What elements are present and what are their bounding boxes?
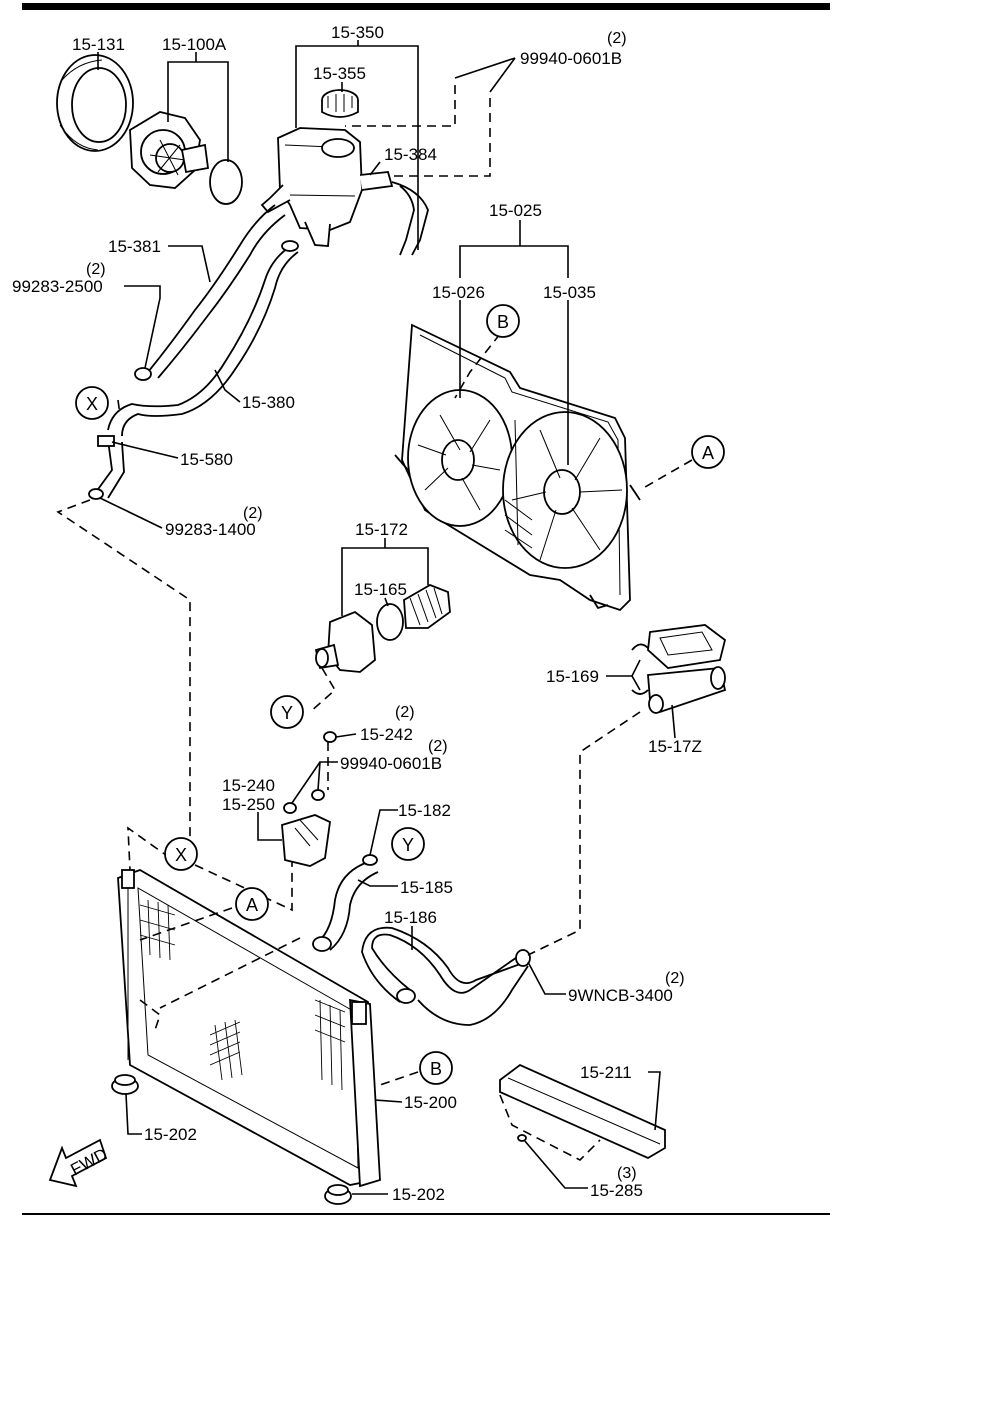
label-99283-2500: 99283-2500	[12, 277, 103, 296]
callout-b-bottom-text: B	[430, 1059, 442, 1079]
qty-99283-2500: (2)	[86, 261, 106, 278]
label-15-200: 15-200	[404, 1093, 457, 1112]
label-15-026: 15-026	[432, 283, 485, 302]
label-15-182: 15-182	[398, 801, 451, 820]
coolant-reservoir-illustration	[260, 127, 394, 247]
qty-9WNCB-3400: (2)	[665, 970, 685, 987]
qty-99940-mid: (2)	[428, 738, 448, 755]
callout-y-bottom-text: Y	[402, 835, 414, 855]
label-15-025: 15-025	[489, 201, 542, 220]
callout-y-top-text: Y	[281, 703, 293, 723]
heater-hoses-illustration	[88, 204, 299, 500]
label-15-211: 15-211	[580, 1063, 632, 1082]
label-99940-0601B-mid: 99940-0601B	[340, 754, 442, 773]
overflow-hose-illustration	[391, 181, 429, 256]
dashed-connection-lines	[56, 85, 693, 1086]
reservoir-cap-illustration	[321, 89, 359, 118]
label-15-165: 15-165	[354, 580, 407, 599]
radiator-illustration	[117, 869, 381, 1188]
radiator-mount-illustration	[111, 1074, 352, 1205]
label-15-242: 15-242	[360, 725, 413, 744]
callout-x-bottom-text: X	[175, 845, 187, 865]
label-15-202-left: 15-202	[144, 1125, 197, 1144]
callout-b-top: B	[486, 304, 520, 338]
callout-a-top-text: A	[702, 443, 714, 463]
callout-a-top: A	[691, 435, 725, 469]
label-15-380: 15-380	[242, 393, 295, 412]
water-pump-illustration	[129, 111, 243, 205]
label-15-131: 15-131	[72, 35, 125, 54]
lower-radiator-hose-illustration	[312, 854, 379, 952]
label-15-285: 15-285	[590, 1181, 643, 1200]
label-15-580: 15-580	[180, 450, 233, 469]
qty-15-242: (2)	[395, 704, 415, 721]
qty-15-285: (3)	[617, 1165, 637, 1182]
label-15-185: 15-185	[400, 878, 453, 897]
callout-b-top-text: B	[497, 312, 509, 332]
water-outlet-illustration	[631, 624, 727, 714]
fwd-arrow-icon: FWD	[48, 1138, 111, 1188]
label-15-169: 15-169	[546, 667, 599, 686]
label-15-172: 15-172	[355, 520, 408, 539]
callout-b-bottom: B	[419, 1051, 453, 1085]
label-15-350: 15-350	[331, 23, 384, 42]
label-15-240: 15-240	[222, 776, 275, 795]
callout-y-top: Y	[270, 695, 304, 729]
label-15-355: 15-355	[313, 64, 366, 83]
label-15-202-right: 15-202	[392, 1185, 445, 1204]
callout-a-bottom-text: A	[246, 895, 258, 915]
part-labels: 15-131 15-100A 15-350 15-355 (2) 99940-0…	[12, 23, 702, 1204]
pulley-ring-illustration	[56, 54, 134, 152]
callout-x-top-text: X	[86, 394, 98, 414]
label-99283-1400: 99283-1400	[165, 520, 256, 539]
label-15-381: 15-381	[108, 237, 161, 256]
top-border-bar	[22, 3, 830, 10]
label-99940-0601B-top: 99940-0601B	[520, 49, 622, 68]
label-15-250: 15-250	[222, 795, 275, 814]
label-9WNCB-3400: 9WNCB-3400	[568, 986, 673, 1005]
callout-y-bottom: Y	[391, 827, 425, 861]
leader-lines	[97, 40, 676, 1195]
radiator-upper-hose-illustration	[361, 926, 531, 1026]
bracket-illustration	[281, 731, 337, 867]
fan-shroud-illustration	[394, 323, 641, 612]
label-15-186: 15-186	[384, 908, 437, 927]
qty-99940-top: (2)	[607, 30, 627, 47]
thermostat-housing-illustration	[314, 584, 451, 673]
label-15-035: 15-035	[543, 283, 596, 302]
callout-x-bottom: X	[164, 837, 198, 871]
radiator-seal-illustration	[499, 1063, 666, 1161]
label-15-384: 15-384	[384, 145, 437, 164]
callout-x-top: X	[75, 386, 109, 420]
qty-99283-1400: (2)	[243, 505, 263, 522]
label-15-17Z: 15-17Z	[648, 737, 702, 756]
label-15-100A: 15-100A	[162, 35, 227, 54]
callout-a-bottom: A	[235, 887, 269, 921]
